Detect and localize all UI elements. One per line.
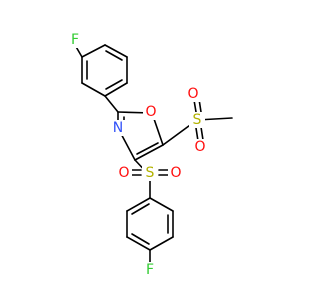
bond	[81, 82, 106, 97]
bond	[104, 44, 128, 58]
bond	[104, 82, 128, 97]
fluorine-atom-bottom: F	[146, 262, 154, 278]
molecule-structure: F O N S O O S O O F	[67, 32, 233, 278]
fluorine-atom-top: F	[71, 32, 79, 48]
bond	[105, 79, 123, 90]
bond	[131, 233, 150, 245]
oxygen-atom-sulfonyl-2a: O	[118, 165, 129, 181]
bond	[200, 126, 204, 141]
bond	[149, 197, 174, 212]
oxygen-atom-sulfonyl-1a: O	[187, 86, 198, 102]
atom-labels: F O N S O O S O O F	[67, 32, 208, 278]
top-fluorophenyl-ring	[74, 44, 128, 113]
bond	[126, 236, 151, 251]
bond	[81, 44, 106, 58]
oxygen-atom-sulfonyl-2b: O	[170, 165, 181, 181]
bond	[149, 236, 174, 251]
bond	[104, 95, 119, 113]
nitrogen-atom-ring: N	[113, 120, 123, 136]
bond	[126, 197, 151, 212]
sulfur-atom-methylsulfonyl: S	[193, 112, 202, 128]
oxygen-atom-sulfonyl-1b: O	[194, 139, 205, 155]
bond	[134, 144, 164, 161]
molecule-canvas: F O N S O O S O O F	[67, 32, 233, 278]
bond	[131, 203, 150, 215]
bond	[136, 142, 159, 155]
bond	[105, 50, 123, 61]
bottom-fluorophenyl-ring	[126, 197, 174, 263]
oxygen-atom-ring: O	[145, 104, 156, 120]
sulfur-atom-arylsulfonyl: S	[146, 165, 155, 181]
bond	[195, 127, 199, 142]
